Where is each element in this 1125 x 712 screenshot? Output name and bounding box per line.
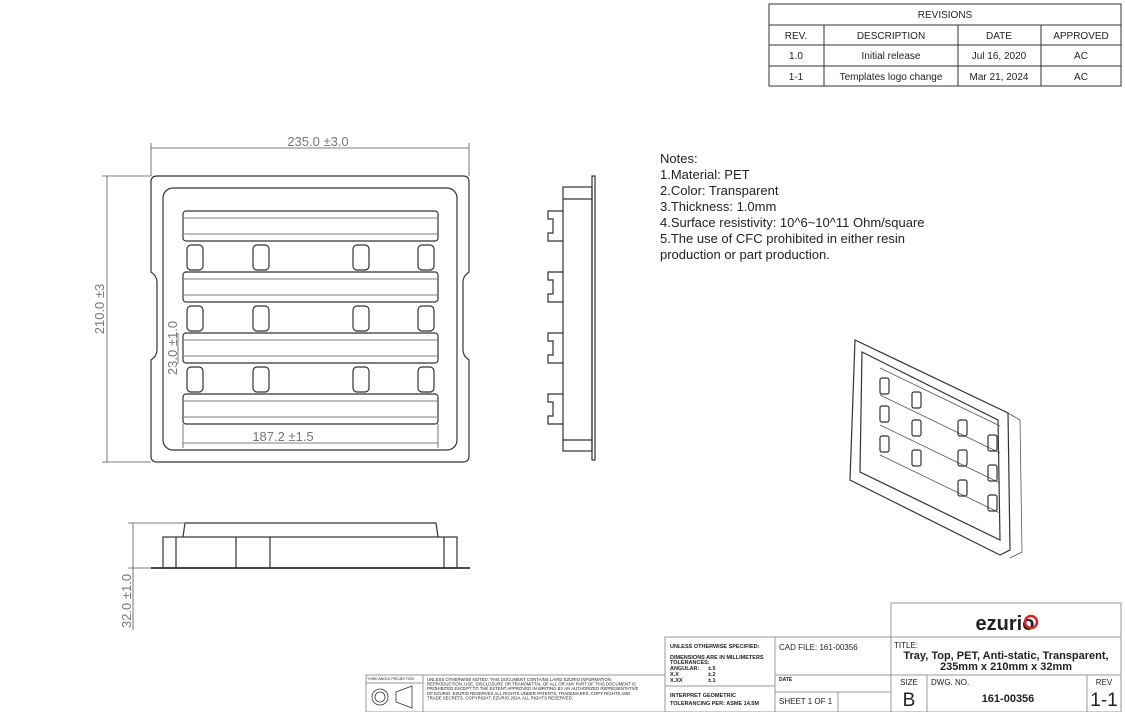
header-date: DATE [986, 31, 1012, 42]
date-label: DATE [779, 677, 793, 683]
side-view [547, 175, 596, 461]
description-cell: Initial release [862, 51, 921, 62]
legal-line: TRADE SECRETS. COPYRIGHT, EZURIO 2024, A… [427, 695, 573, 700]
spec-tolerances: TOLERANCES: [670, 660, 710, 666]
note-line: 1.Material: PET [660, 167, 750, 182]
rail [182, 393, 439, 425]
spec-units: DIMENSIONS ARE IN MILLIMETERS [670, 655, 764, 661]
pocket [252, 366, 270, 393]
pocket [417, 244, 435, 271]
header-approved: APPROVED [1053, 31, 1109, 42]
gdt-line-2: TOLERANCING PER: ASME 14.5M [670, 701, 759, 707]
tab [547, 210, 563, 242]
legal-line: REPRODUCTION, USE, DISCLOSURE OR TRANSMI… [427, 682, 636, 687]
sheet-number: SHEET 1 OF 1 [779, 697, 833, 706]
size-label: SIZE [900, 678, 918, 687]
tab [547, 271, 563, 303]
note-line: production or part production. [660, 247, 830, 262]
legal-line: PROHIBITED EXCEPT TO THE EXTENT APPROVED… [427, 686, 639, 691]
ezurio-logo: ezurio [976, 613, 1039, 635]
pocket [417, 305, 435, 332]
pitch-dimension: 23.0 ±1.0 [165, 321, 180, 375]
iso-pocket [957, 419, 968, 437]
pocket [186, 366, 204, 393]
xxx-label: X.XX [670, 678, 683, 684]
depth-dimension: 32.0 ±1.0 [119, 574, 134, 628]
title-line-2: 235mm x 210mm x 32mm [940, 661, 1072, 673]
pocket [417, 366, 435, 393]
spec-heading: UNLESS OTHERWISE SPECIFIED: [670, 644, 760, 650]
pocket [186, 305, 204, 332]
header-description: DESCRIPTION [857, 31, 925, 42]
tab [547, 393, 563, 425]
height-dimension: 210.0 ±3 [92, 284, 107, 335]
legal-line: OF EZURIO. EZURIO RESERVES ALL RIGHTS UN… [427, 691, 630, 696]
iso-pocket [879, 405, 890, 423]
iso-pocket [987, 494, 998, 512]
note-line: 5.The use of CFC prohibited in either re… [660, 231, 905, 246]
inner-width-dimension: 187.2 ±1.5 [252, 429, 313, 444]
pocket [252, 244, 270, 271]
pocket [352, 366, 370, 393]
pocket [252, 305, 270, 332]
iso-pocket [957, 449, 968, 467]
top-view: 235.0 ±3.0 210.0 ±3 23.0 ±1.0 187.2 ±1.5 [92, 134, 470, 463]
rev-label: REV [1096, 678, 1113, 687]
logo-text: ezurio [976, 613, 1035, 635]
rev-value: 1-1 [1090, 690, 1117, 711]
iso-pocket [911, 449, 922, 467]
iso-pocket [957, 479, 968, 497]
gdt-line-1: INTERPRET GEOMETRIC [670, 693, 736, 699]
rev-cell: 1.0 [789, 51, 803, 62]
projection-label: THIRD ANGLE PROJECTION [367, 677, 414, 681]
pocket [352, 305, 370, 332]
xx-label: X.X [670, 672, 679, 678]
pocket [186, 244, 204, 271]
title-line-1: Tray, Top, PET, Anti-static, Transparent… [903, 650, 1108, 662]
note-line: Notes: [660, 151, 698, 166]
pocket [352, 244, 370, 271]
iso-pocket [879, 377, 890, 395]
description-cell: Templates logo change [840, 72, 943, 83]
iso-pocket [911, 419, 922, 437]
approved-cell: AC [1074, 51, 1088, 62]
header-rev: REV. [785, 31, 807, 42]
revisions-table: REVISIONS REV. DESCRIPTION DATE APPROVED… [768, 3, 1122, 87]
size-value: B [903, 690, 916, 711]
rail [182, 332, 439, 364]
iso-pocket [911, 391, 922, 409]
rail [182, 271, 439, 303]
isometric-view [849, 339, 1023, 559]
xxx-value: ±.1 [708, 678, 716, 684]
xx-value: ±.2 [708, 672, 716, 678]
date-cell: Mar 21, 2024 [970, 72, 1029, 83]
front-view: 32.0 ±1.0 [119, 522, 470, 630]
note-line: 2.Color: Transparent [660, 183, 779, 198]
angular-label: ANGULAR: [670, 666, 699, 672]
third-angle-projection-icon [371, 685, 413, 709]
rev-cell: 1-1 [789, 72, 804, 83]
date-cell: Jul 16, 2020 [972, 51, 1027, 62]
iso-pocket [879, 435, 890, 453]
title-block: ezurio THIRD ANGLE PROJECTION UNLESS OTH… [365, 602, 1122, 712]
legal-line: UNLESS OTHERWISE NOTED, THIS DOCUMENT CO… [427, 677, 612, 682]
rail [182, 210, 439, 242]
approved-cell: AC [1074, 72, 1088, 83]
dwg-no-label: DWG. NO. [931, 678, 969, 687]
dwg-no-value: 161-00356 [982, 693, 1035, 705]
iso-pocket [987, 434, 998, 452]
revisions-title: REVISIONS [918, 10, 973, 21]
tab [547, 332, 563, 364]
note-line: 3.Thickness: 1.0mm [660, 199, 776, 214]
iso-pocket [987, 464, 998, 482]
cad-file: CAD FILE: 161-00356 [779, 643, 858, 652]
note-line: 4.Surface resistivity: 10^6~10^11 Ohm/sq… [660, 215, 925, 230]
angular-value: ±.5 [708, 666, 716, 672]
title-label: TITLE: [894, 641, 918, 650]
width-dimension: 235.0 ±3.0 [287, 134, 348, 149]
